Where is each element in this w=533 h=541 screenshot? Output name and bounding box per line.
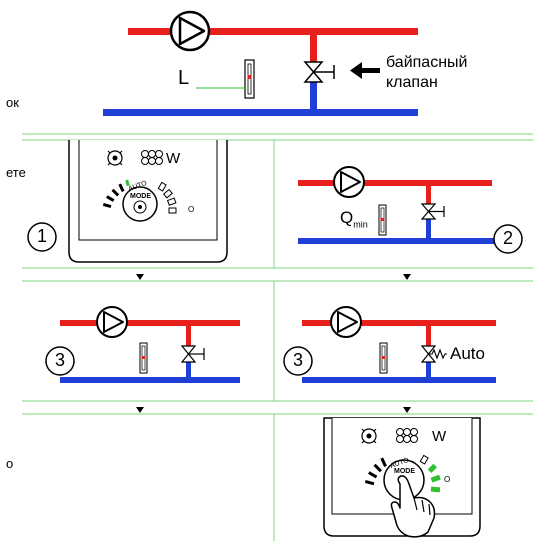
step-arrow-2 bbox=[403, 274, 411, 280]
active-level-indicators bbox=[427, 463, 441, 493]
clipped-text-2: ете bbox=[6, 165, 26, 180]
riser-red bbox=[426, 186, 431, 204]
controller-power-unit: W bbox=[166, 150, 181, 167]
grid-icon bbox=[396, 428, 418, 443]
speed-level-bars bbox=[102, 183, 125, 209]
step-arrow-4 bbox=[403, 407, 411, 413]
top-bypass-diagram bbox=[103, 10, 418, 116]
pointing-hand-icon bbox=[390, 475, 436, 538]
auto-valve-label: Auto bbox=[450, 344, 485, 363]
mode-dial bbox=[122, 186, 158, 222]
qmin-subscript: min bbox=[353, 219, 368, 230]
auto-valve-icon bbox=[420, 345, 447, 363]
arrow-left-icon bbox=[350, 62, 380, 79]
pump-icon bbox=[169, 10, 211, 52]
speed-icon bbox=[361, 428, 377, 444]
riser-red bbox=[426, 326, 431, 346]
right-arc-icons bbox=[419, 454, 429, 465]
right-arc-icons bbox=[157, 181, 177, 214]
controller-power-unit-2: W bbox=[432, 428, 447, 445]
panel-4-controller bbox=[323, 417, 481, 538]
panel-2-qmin-diagram bbox=[298, 166, 523, 254]
pump-icon bbox=[333, 166, 365, 198]
step-1-number: 1 bbox=[37, 226, 48, 246]
step-2-number: 2 bbox=[503, 228, 514, 248]
length-label: L bbox=[178, 67, 190, 89]
return-pipe bbox=[60, 377, 240, 383]
grid-icon bbox=[141, 150, 163, 165]
step-3a-number: 3 bbox=[55, 350, 66, 370]
speed-level-bars bbox=[364, 457, 387, 486]
clipped-text-1: ок bbox=[6, 95, 19, 110]
pump-icon bbox=[96, 306, 128, 338]
bypass-label-line2: клапан bbox=[386, 74, 438, 91]
panel-3a-diagram bbox=[45, 306, 240, 383]
pump-icon bbox=[330, 306, 362, 338]
flowmeter-icon bbox=[139, 342, 148, 374]
step-2-circle bbox=[493, 224, 523, 254]
qmin-q: Q bbox=[340, 208, 354, 227]
controller-o-label-2: O bbox=[444, 475, 451, 484]
panel-3b-diagram bbox=[283, 306, 496, 383]
bypass-label: байпасный клапан bbox=[386, 53, 467, 93]
bypass-valve-icon bbox=[303, 61, 335, 83]
riser-red bbox=[310, 35, 317, 62]
controller-mode-label: MODE bbox=[130, 193, 151, 200]
speed-icon bbox=[107, 150, 123, 166]
riser-blue bbox=[426, 219, 431, 238]
riser-blue bbox=[186, 362, 191, 377]
panel-1-controller bbox=[27, 140, 228, 263]
controller-o-label: O bbox=[188, 205, 195, 214]
bypass-label-line1: байпасный bbox=[386, 54, 468, 71]
supply-pipe bbox=[302, 320, 496, 326]
clipped-text-3: о bbox=[6, 456, 14, 471]
valve-icon bbox=[420, 203, 445, 220]
supply-pipe bbox=[298, 180, 492, 186]
return-pipe bbox=[298, 238, 503, 244]
flowmeter-icon bbox=[379, 342, 388, 374]
riser-blue bbox=[310, 82, 317, 109]
step-3b-circle bbox=[283, 346, 313, 376]
return-pipe bbox=[302, 377, 496, 383]
supply-pipe bbox=[128, 28, 418, 35]
step-arrow-3 bbox=[136, 407, 144, 413]
riser-blue bbox=[426, 362, 431, 377]
step-3a-circle bbox=[45, 346, 75, 376]
controller-mode-label-2: MODE bbox=[394, 468, 415, 475]
flowmeter-icon bbox=[378, 204, 387, 236]
supply-pipe bbox=[60, 320, 240, 326]
step-3b-number: 3 bbox=[293, 350, 304, 370]
valve-icon bbox=[180, 345, 205, 363]
flowmeter-icon bbox=[244, 59, 255, 99]
step-1-circle bbox=[27, 222, 57, 252]
riser-red bbox=[186, 326, 191, 346]
return-pipe bbox=[103, 109, 418, 116]
step-arrow-1 bbox=[136, 274, 144, 280]
qmin-label: Qmin bbox=[340, 208, 368, 229]
